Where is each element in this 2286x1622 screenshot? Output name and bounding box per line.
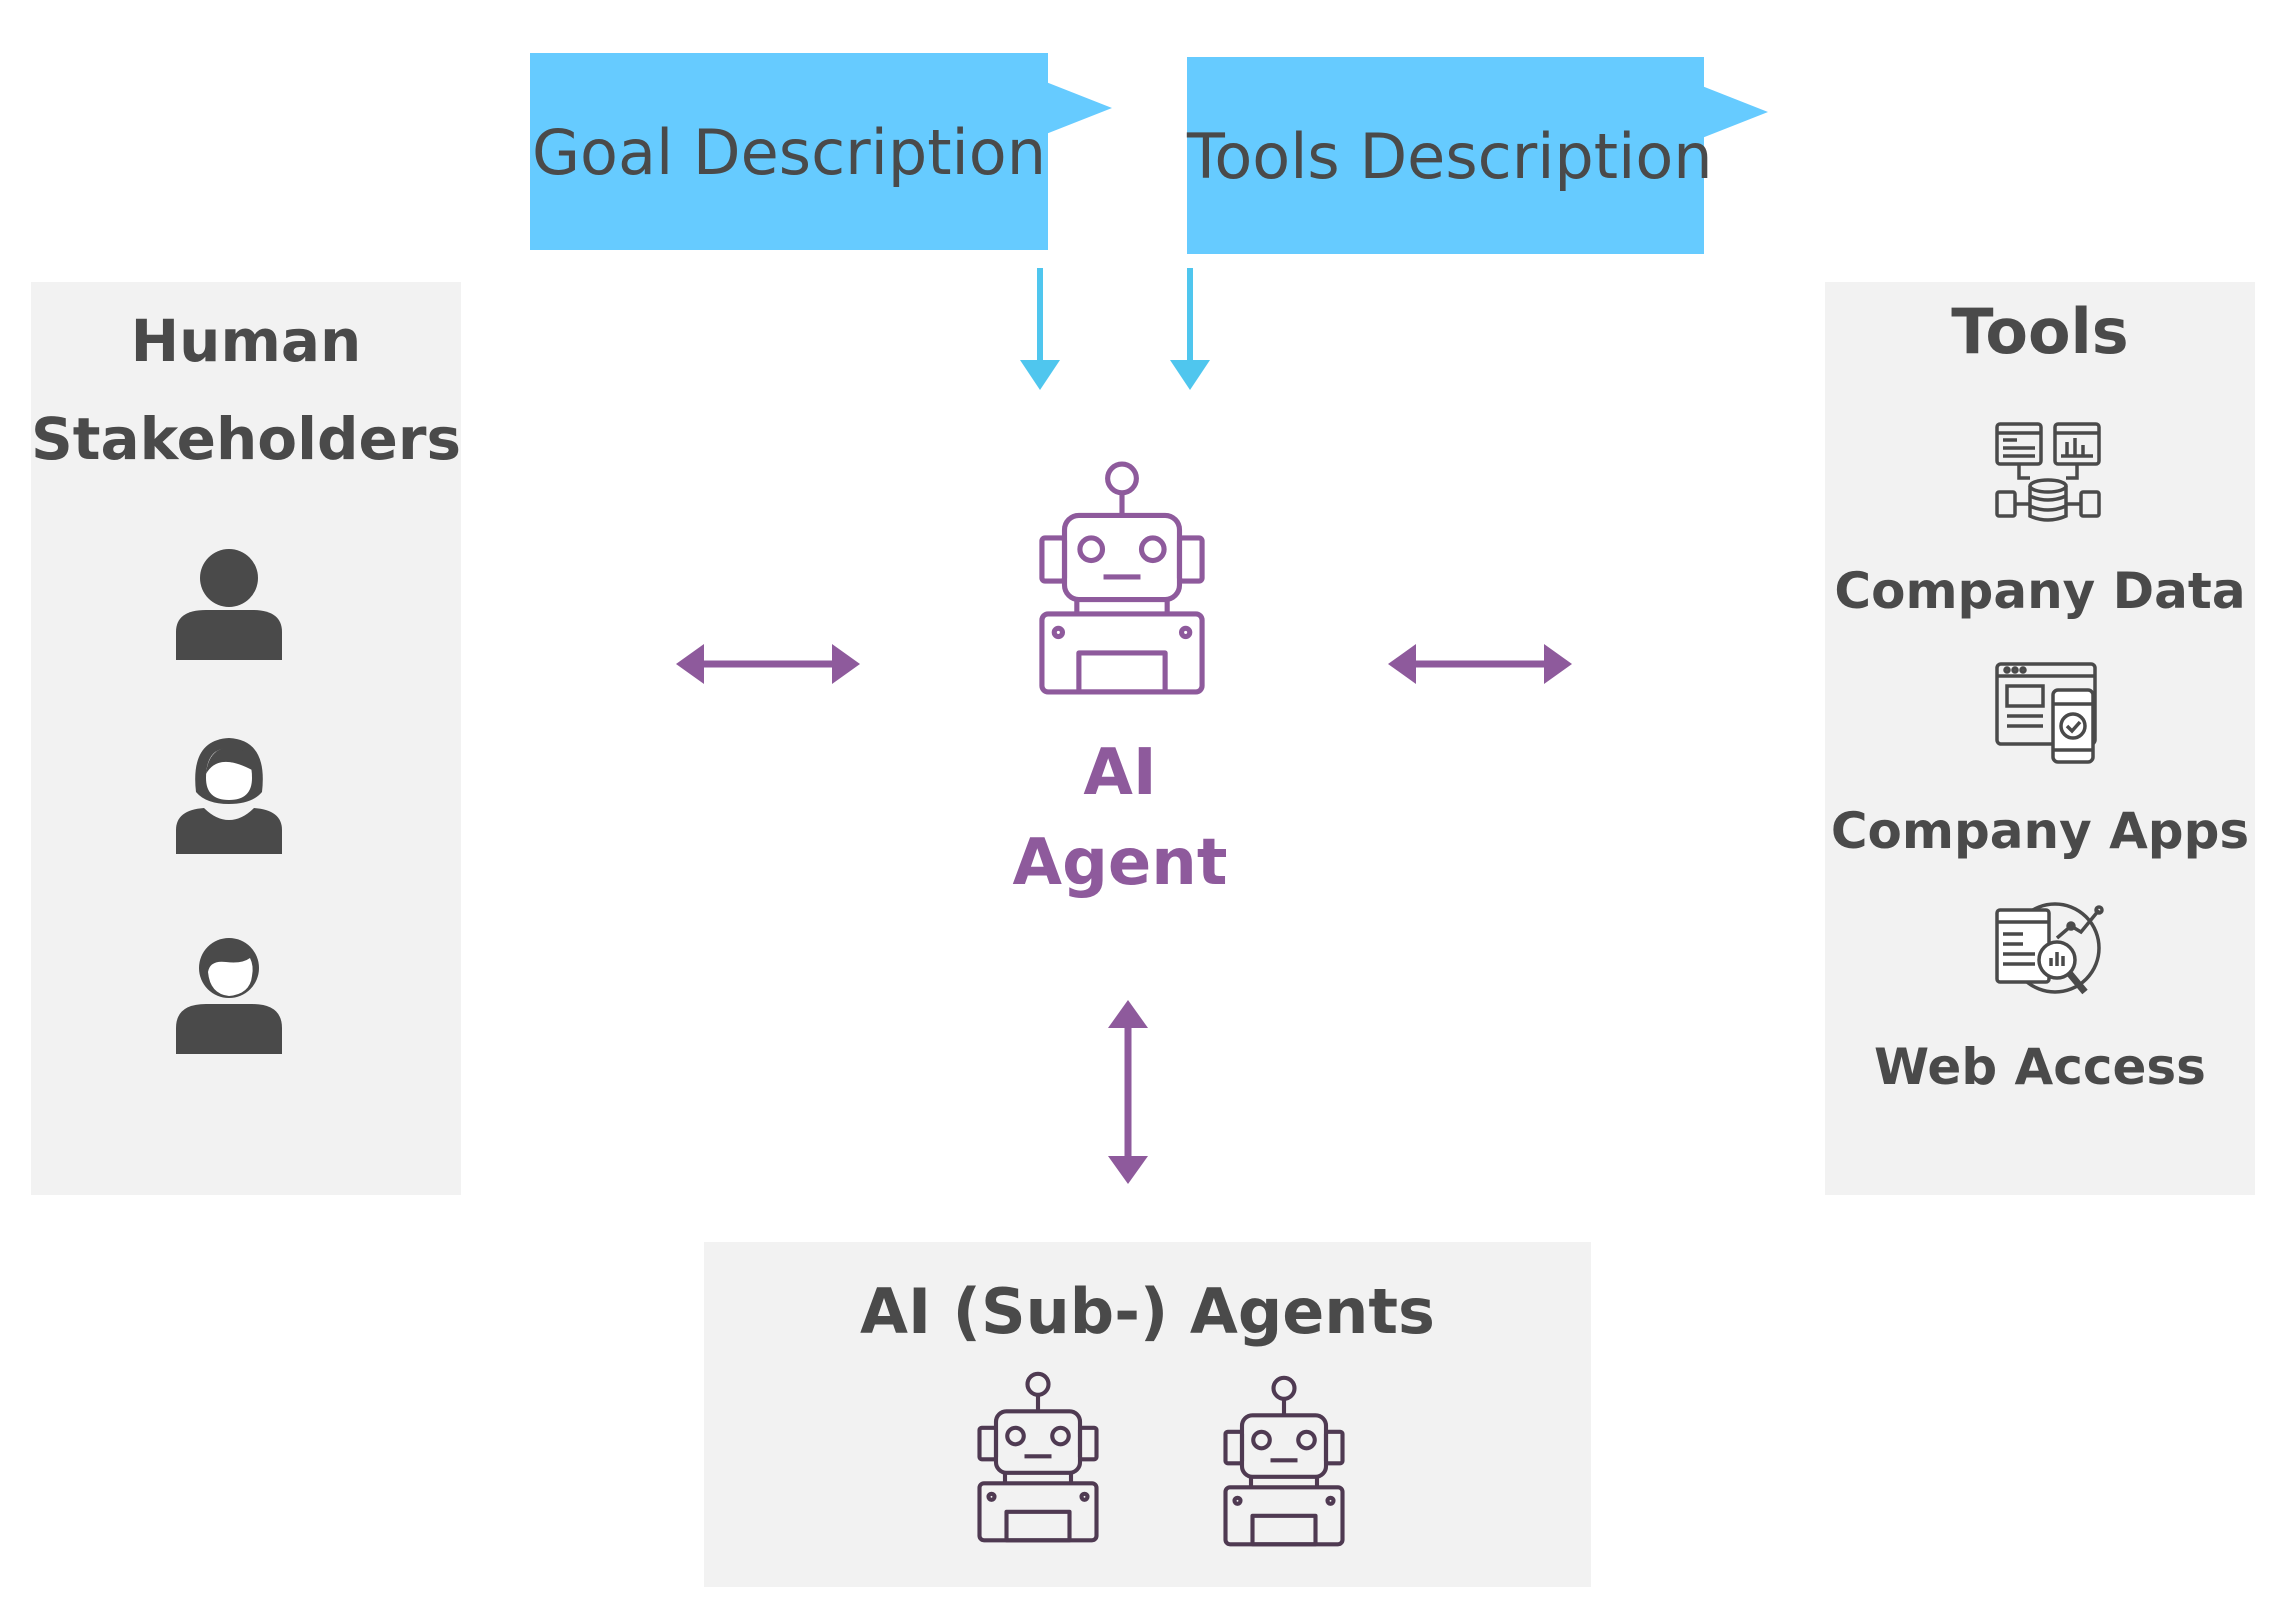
person-icon <box>176 549 282 660</box>
tools-input-arrow <box>1170 268 1210 390</box>
man-icon <box>176 938 282 1054</box>
goal-flag-tip <box>1046 82 1112 134</box>
tools-description-flag <box>1187 57 1704 254</box>
ai-agent-label-line1: AI <box>1083 736 1157 810</box>
woman-icon <box>176 738 282 854</box>
goal-description-flag <box>530 53 1048 250</box>
human-stakeholders-title-line2: Stakeholders <box>31 405 461 473</box>
tool-label-company-apps: Company Apps <box>1830 802 2250 860</box>
web-analytics-icon <box>1995 902 2104 995</box>
goal-description-label: Goal Description <box>531 116 1046 189</box>
tool-label-company-data: Company Data <box>1834 562 2246 620</box>
ai-agent-robot-icon <box>1039 461 1205 695</box>
ai-agent-label: AI Agent <box>950 728 1290 908</box>
ai-agent-label-line2: Agent <box>1012 826 1228 900</box>
sub-agent-robot-icon <box>1223 1375 1345 1547</box>
tools-title: Tools <box>1951 295 2129 368</box>
human-stakeholders-title: Human Stakeholders <box>31 292 461 488</box>
tool-label-web-access: Web Access <box>1874 1038 2206 1096</box>
human-stakeholders-title-line1: Human <box>130 307 362 375</box>
agent-subagents-arrow <box>1108 1000 1148 1184</box>
tools-flag-tip <box>1702 86 1768 138</box>
app-devices-icon <box>1995 662 2097 764</box>
agent-tools-arrow <box>1388 644 1572 684</box>
stakeholder-agent-arrow <box>676 644 860 684</box>
sub-agents-panel <box>704 1242 1591 1587</box>
sub-agents-title: AI (Sub-) Agents <box>860 1275 1435 1348</box>
goal-input-arrow <box>1020 268 1060 390</box>
database-network-icon <box>1995 422 2101 522</box>
tools-description-label: Tools Description <box>1187 120 1713 193</box>
sub-agent-robot-icon <box>977 1371 1099 1543</box>
